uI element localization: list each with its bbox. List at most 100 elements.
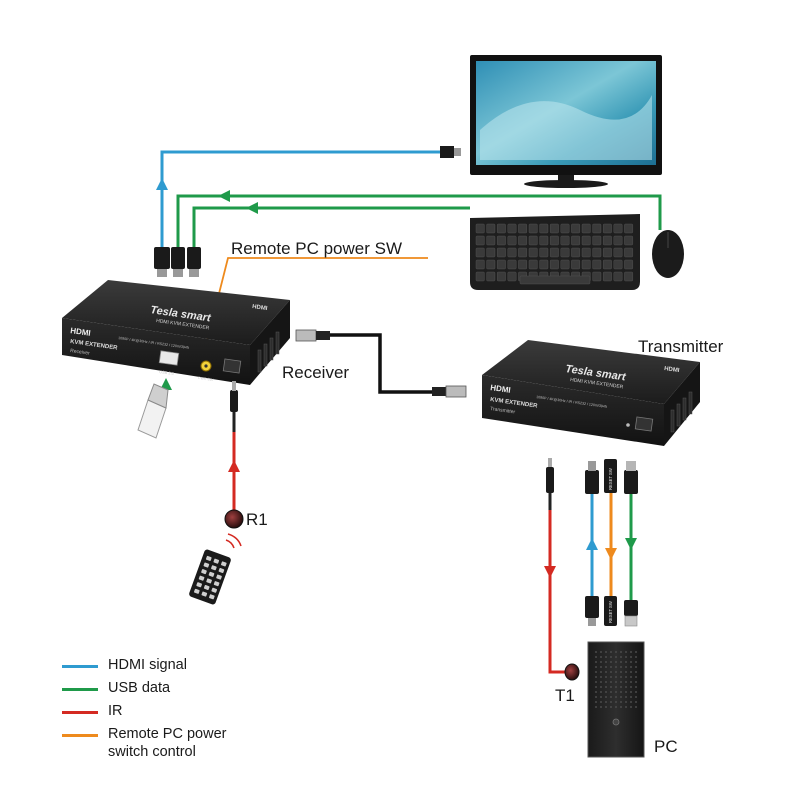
pc-vent-hole — [615, 651, 617, 653]
keyboard-key — [592, 259, 602, 270]
legend-item-ir: IR — [62, 702, 322, 725]
keyboard-key — [581, 223, 591, 234]
pc-vent-hole — [600, 706, 602, 708]
pc-vent-hole — [600, 656, 602, 658]
pc-vent-hole — [605, 656, 607, 658]
pc-vent-hole — [615, 666, 617, 668]
pc-vent-hole — [615, 671, 617, 673]
monitor-base — [524, 180, 608, 188]
vent-slot — [275, 331, 280, 355]
vent-slot — [269, 337, 274, 361]
keyboard-key — [592, 235, 602, 246]
keyboard-key — [603, 223, 612, 234]
pc-vent-hole — [595, 696, 597, 698]
usb-a-plug-tx — [624, 600, 638, 616]
pc-vent-hole — [615, 696, 617, 698]
remote-power-sw-label: Remote PC power SW — [231, 239, 402, 258]
ir-jack-tx-tip — [548, 458, 552, 468]
pc-vent-hole — [635, 696, 637, 698]
keyboard-key — [539, 223, 549, 234]
keyboard-key — [475, 271, 485, 282]
legend-item-usb: USB data — [62, 679, 322, 702]
vent-slot — [670, 409, 675, 433]
legend-swatch-usb — [62, 688, 98, 691]
pc-vent-hole — [595, 706, 597, 708]
pc-vent-hole — [630, 656, 632, 658]
t1-label: T1 — [555, 686, 575, 705]
pc-vent-hole — [605, 671, 607, 673]
pc-vent-hole — [610, 671, 612, 673]
hdmi-line-top — [160, 150, 440, 247]
keyboard-key — [592, 271, 602, 282]
keyboard-key — [528, 223, 538, 234]
pc-vent-hole — [620, 706, 622, 708]
pc-vent-hole — [630, 676, 632, 678]
pc-vent-hole — [615, 686, 617, 688]
pc-vent-hole — [630, 706, 632, 708]
remote-keys — [193, 555, 227, 600]
pc-vent-hole — [595, 656, 597, 658]
pc-vent-hole — [620, 696, 622, 698]
pc-vent-hole — [630, 686, 632, 688]
remote-key — [209, 594, 215, 600]
remote-key — [211, 565, 217, 571]
plug-hdmi-rx — [154, 247, 170, 269]
receiver-hdmi-front: HDMI — [70, 326, 92, 338]
transmitter-ir-port — [634, 416, 654, 432]
pc-vent-hole — [625, 661, 627, 663]
vent-slot — [682, 397, 687, 421]
keyboard-key — [624, 235, 634, 246]
keyboard-key — [507, 271, 517, 282]
pc-vent-hole — [610, 696, 612, 698]
pc-vent-hole — [625, 706, 627, 708]
pc-vent-hole — [615, 661, 617, 663]
pc-vent-hole — [635, 651, 637, 653]
ir-arrow-tx — [544, 566, 556, 578]
keyboard-key — [603, 259, 612, 270]
transmitter-vents — [670, 391, 693, 433]
pc-case — [588, 642, 644, 757]
keyboard-key — [560, 223, 570, 234]
keyboard-key — [497, 223, 506, 234]
pc-vent-hole — [625, 686, 627, 688]
pc-vent-hole — [625, 701, 627, 703]
receiver-power-port-hole — [204, 364, 208, 368]
remote-key — [213, 581, 220, 587]
pc-vent-hole — [605, 666, 607, 668]
rj45-tx-boot — [432, 387, 446, 396]
pc-vent-hole — [625, 651, 627, 653]
pc-vent-hole — [610, 656, 612, 658]
mouse-body — [652, 230, 684, 278]
keyboard-key — [475, 223, 485, 234]
pc-vent-hole — [610, 651, 612, 653]
keyboard-key — [528, 247, 538, 258]
keyboard-key — [486, 247, 496, 258]
remote-key — [213, 558, 220, 564]
usb-line-mouse — [176, 194, 662, 247]
keyboard-key — [550, 223, 559, 234]
pc-vent-hole — [605, 686, 607, 688]
hdmi-plug-tx-bottom — [585, 596, 599, 618]
pc-vent-hole — [605, 701, 607, 703]
receiver-plugs — [154, 247, 201, 277]
pc-vent-hole — [600, 691, 602, 693]
pc-vent-hole — [600, 696, 602, 698]
pc-vent-hole — [605, 681, 607, 683]
pc-vent-hole — [615, 706, 617, 708]
ir-jack-rx — [230, 390, 238, 412]
pc-vent-hole — [620, 666, 622, 668]
remote-key — [198, 575, 205, 581]
vent-slot — [688, 391, 693, 415]
rj45-tx — [445, 385, 467, 398]
pc-vent-hole — [630, 691, 632, 693]
keyboard-key — [497, 247, 506, 258]
remote-signal-2 — [227, 533, 242, 547]
keyboard-key — [603, 271, 612, 282]
pc-power-button — [612, 718, 620, 726]
keyboard-key — [507, 235, 517, 246]
power-plug-tx-bottom — [604, 596, 617, 626]
mouse — [652, 230, 684, 278]
keyboard-key — [613, 247, 623, 258]
hdmi-arrow-tx — [586, 538, 598, 550]
